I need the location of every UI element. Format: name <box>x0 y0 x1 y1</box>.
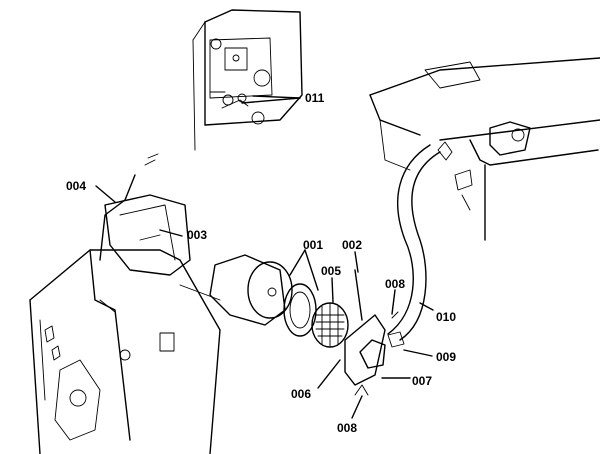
callout-007: 007 <box>412 374 433 388</box>
clamps-008-009 <box>354 311 405 396</box>
machine-housing <box>369 57 600 241</box>
rod-002 <box>354 269 363 321</box>
callout-009: 009 <box>436 350 457 364</box>
motor-fan-001 <box>209 254 317 337</box>
callout-006: 006 <box>291 387 312 401</box>
callout-010: 010 <box>436 310 457 324</box>
callout-004: 004 <box>66 179 87 193</box>
callout-011: 011 <box>305 91 325 105</box>
left-frame <box>29 249 221 454</box>
plate-007 <box>344 314 386 386</box>
callout-008-top: 008 <box>385 277 406 291</box>
control-panel-inset <box>192 9 303 151</box>
callout-008-bottom: 008 <box>337 421 358 435</box>
callout-001: 001 <box>303 238 324 252</box>
callout-005: 005 <box>321 264 342 278</box>
callout-002: 002 <box>342 238 363 252</box>
callout-003: 003 <box>187 228 208 242</box>
filter-005 <box>311 302 349 348</box>
wiring-004 <box>99 153 159 261</box>
leader-lines <box>95 95 434 419</box>
hose-010 <box>387 141 453 341</box>
shroud-003 <box>104 194 191 276</box>
